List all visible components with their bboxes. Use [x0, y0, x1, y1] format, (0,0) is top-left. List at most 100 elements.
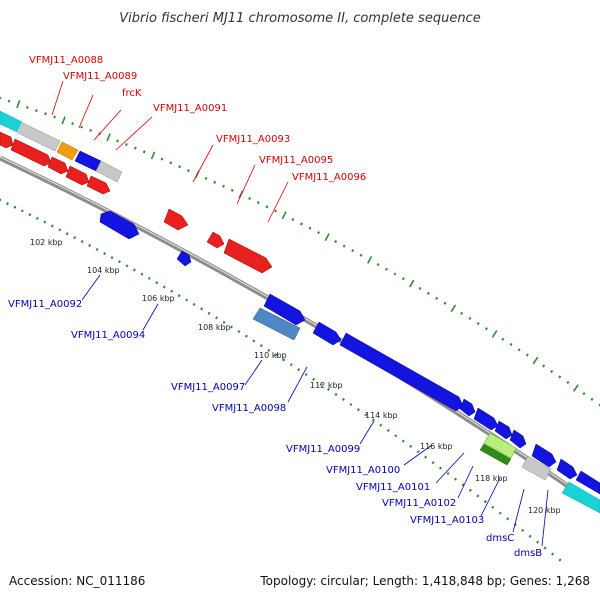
skew-dot — [177, 294, 181, 298]
skew-dot — [498, 511, 502, 515]
skew-dot — [334, 392, 338, 396]
gene-VFMJ11_A0092[interactable] — [99, 210, 140, 240]
label-VFMJ11_A0094[interactable]: VFMJ11_A0094 — [71, 330, 145, 341]
gene-VFMJ11_A0098[interactable] — [312, 321, 342, 346]
label-VFMJ11_A0092[interactable]: VFMJ11_A0092 — [8, 299, 82, 310]
label-VFMJ11_A0100[interactable]: VFMJ11_A0100 — [326, 465, 400, 476]
gene-dmsB[interactable] — [561, 481, 600, 514]
gene-green-a[interactable] — [483, 432, 517, 459]
label-VFMJ11_A0101[interactable]: VFMJ11_A0101 — [356, 482, 430, 493]
skew-dot — [409, 279, 415, 288]
skew-dot — [7, 99, 11, 103]
skew-dot — [169, 161, 173, 165]
tick-label: 120 kbp — [528, 506, 561, 515]
label-VFMJ11_A0089[interactable]: VFMJ11_A0089 — [63, 71, 137, 82]
map-title: Vibrio fischeri MJ11 chromosome II, comp… — [119, 11, 480, 26]
skew-dot — [0, 198, 2, 202]
skew-dot — [204, 176, 208, 180]
gene-VFMJ11_A0097[interactable] — [252, 307, 301, 341]
gene-VFMJ11_A0091[interactable] — [95, 160, 123, 183]
gene-VFMJ11_A0095[interactable] — [206, 231, 225, 249]
skew-dot — [501, 337, 505, 341]
skew-dot — [446, 472, 450, 476]
skew-dot — [590, 397, 594, 401]
skew-dot — [366, 256, 373, 264]
label-dmsB[interactable]: dmsB — [514, 548, 542, 559]
label-VFMJ11_A0103[interactable]: VFMJ11_A0103 — [410, 515, 484, 526]
skew-dot — [476, 321, 480, 326]
label-VFMJ11_A0095[interactable]: VFMJ11_A0095 — [259, 155, 333, 166]
label-VFMJ11_A0096[interactable]: VFMJ11_A0096 — [292, 172, 366, 183]
skew-dot — [450, 304, 457, 313]
skew-dot — [582, 392, 586, 396]
label-VFMJ11_A0102[interactable]: VFMJ11_A0102 — [382, 498, 456, 509]
skew-dot — [386, 428, 390, 432]
label-VFMJ11_A0093[interactable]: VFMJ11_A0093 — [216, 134, 290, 145]
label-VFMJ11_A0088[interactable]: VFMJ11_A0088 — [29, 55, 103, 66]
gene-cyan-top[interactable] — [0, 110, 23, 133]
gene-blue-r3[interactable] — [575, 470, 600, 495]
skew-dot — [359, 253, 363, 257]
label-dmsC[interactable]: dmsC — [486, 533, 514, 544]
gene-VFMJ11_A0094[interactable] — [176, 250, 192, 267]
skew-dot — [133, 146, 137, 150]
tick-label: 116 kbp — [420, 442, 453, 451]
gene-VFMJ11_A0102[interactable] — [494, 420, 513, 440]
skew-dot — [317, 231, 320, 235]
label-VFMJ11_A0098[interactable]: VFMJ11_A0098 — [212, 403, 286, 414]
gene-red-c[interactable] — [47, 156, 69, 175]
skew-dot — [185, 298, 189, 302]
gene-VFMJ11_A0100[interactable] — [459, 398, 476, 417]
skew-dot — [16, 100, 21, 109]
gene-red-b[interactable] — [10, 138, 52, 167]
skew-dot — [304, 372, 308, 377]
skew-dot — [401, 439, 405, 443]
skew-dot — [65, 232, 69, 236]
skew-dot — [252, 339, 256, 343]
label-VFMJ11_A0099[interactable]: VFMJ11_A0099 — [286, 444, 360, 455]
label-leader-lines — [51, 80, 549, 547]
skew-dot — [274, 353, 278, 357]
skew-dot — [116, 139, 119, 143]
skew-dot — [334, 240, 338, 244]
skew-dot — [222, 184, 225, 188]
tick-label: 112 kbp — [310, 381, 343, 390]
skew-dot — [468, 488, 472, 492]
gene-VFMJ11_A0093[interactable] — [163, 208, 189, 231]
skew-dot — [50, 224, 54, 228]
gene-VFMJ11_A0096[interactable] — [223, 238, 273, 274]
gene-VFMJ11_A0099[interactable] — [339, 332, 464, 412]
skew-dot — [491, 505, 495, 509]
skew-dot — [536, 540, 540, 544]
skew-dot — [13, 205, 17, 209]
gene-red-a[interactable] — [0, 131, 14, 149]
label-frcK[interactable]: frcK — [122, 88, 142, 99]
label-VFMJ11_A0091[interactable]: VFMJ11_A0091 — [153, 103, 227, 114]
gene-frcK[interactable] — [74, 150, 102, 172]
skew-dot — [509, 342, 513, 346]
skew-dot — [364, 413, 368, 417]
gene-VFMJ11_A0089[interactable] — [56, 141, 79, 161]
gene-VFMJ11_A0103[interactable] — [509, 429, 527, 449]
skew-dot — [572, 384, 579, 392]
label-VFMJ11_A0097[interactable]: VFMJ11_A0097 — [171, 382, 245, 393]
skew-dot — [238, 190, 244, 199]
gene-blue-r1[interactable] — [531, 443, 557, 468]
gene-green-b[interactable] — [479, 443, 512, 466]
skew-dot — [170, 289, 174, 293]
gene-red-d[interactable] — [65, 165, 90, 186]
gene-dmsC[interactable] — [521, 455, 552, 481]
gene-VFMJ11_A0088[interactable] — [17, 122, 61, 152]
tick-label: 110 kbp — [254, 351, 287, 360]
skew-dot — [230, 188, 234, 192]
skew-dot — [244, 334, 248, 338]
skew-dot — [409, 444, 413, 448]
skew-dot — [28, 213, 32, 217]
gene-VFMJ11_A0101[interactable] — [473, 407, 499, 431]
gene-blue-r2[interactable] — [556, 458, 578, 480]
skew-dot — [256, 201, 260, 205]
skew-dot — [435, 296, 439, 300]
gene-red-e[interactable] — [86, 175, 111, 195]
gene-VFMJ11_A0097a[interactable] — [263, 293, 306, 326]
